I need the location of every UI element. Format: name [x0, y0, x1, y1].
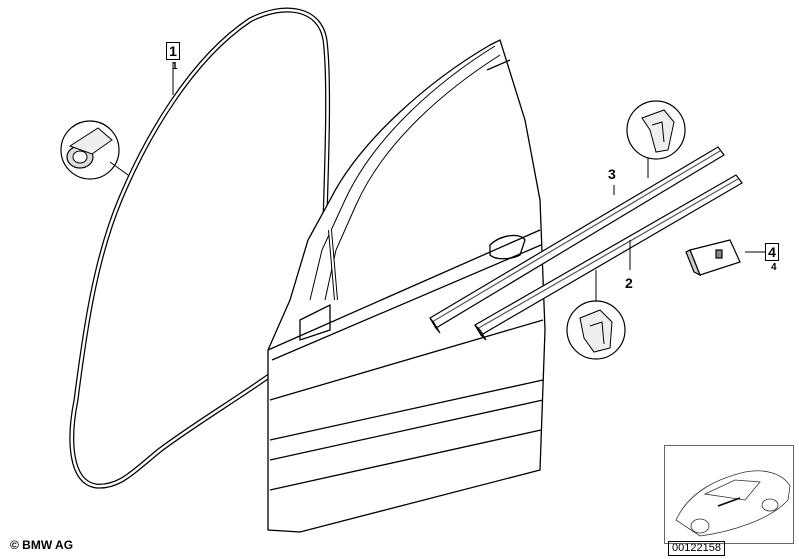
thumbnail-frame	[664, 445, 794, 544]
inner-window-channel-part	[474, 174, 743, 341]
callout-4-qty: 4	[771, 262, 777, 273]
leader-lines	[172, 62, 765, 270]
callout-1-qty: 1	[172, 61, 178, 72]
door-shell	[267, 39, 546, 533]
callout-4: 4	[765, 243, 779, 261]
bracket-part	[685, 239, 741, 277]
seal-profile-detail	[60, 120, 129, 180]
copyright-notice: © BMW AG	[10, 538, 74, 552]
vehicle-thumbnail	[675, 470, 791, 537]
door-seal-part	[69, 7, 331, 489]
channel-clip-top-detail	[626, 100, 686, 178]
drawing-number: 00122158	[668, 541, 725, 556]
callout-3: 3	[608, 166, 616, 182]
channel-clip-bottom-detail	[566, 270, 626, 360]
callout-1: 1	[166, 42, 180, 60]
outer-window-channel-part	[429, 146, 725, 334]
callout-2: 2	[625, 275, 633, 291]
